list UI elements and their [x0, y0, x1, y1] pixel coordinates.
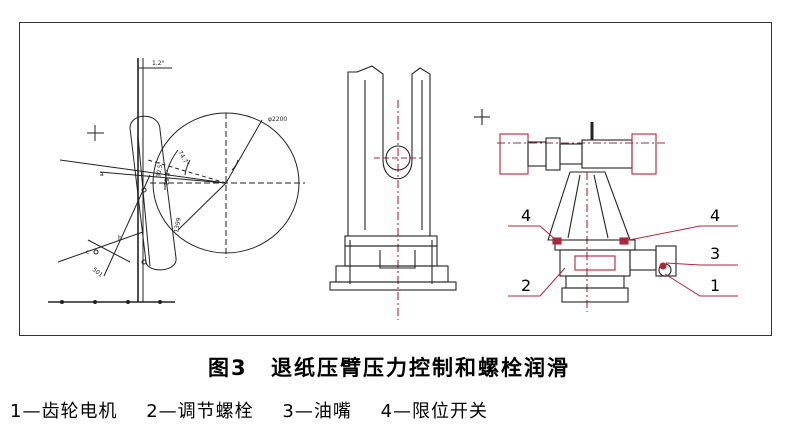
figure-title: 退纸压臂压力控制和螺栓润滑 [270, 356, 570, 380]
bracket-base [344, 235, 438, 247]
callout-4-right: 4 [710, 206, 720, 225]
figure-frame [19, 22, 772, 336]
middle-view [329, 65, 457, 320]
callout-2: 2 [521, 276, 531, 295]
support-cone [547, 171, 631, 241]
figure-caption: 图3 退纸压臂压力控制和螺栓润滑 [0, 352, 792, 382]
figure-number: 图3 [208, 356, 248, 380]
angle-b-label: 30.5° [155, 161, 165, 178]
dim-top-label: 1.2° [152, 60, 165, 67]
bracket-body [347, 65, 431, 237]
gear-motor [629, 249, 657, 271]
figure-legend: 1—齿轮电机 2—调节螺栓 3—油嘴 4—限位开关 [10, 397, 510, 423]
callout-4-left: 4 [521, 206, 531, 225]
dim-length-label: 1399 [173, 217, 183, 233]
point-a-label: a [100, 171, 104, 178]
callout-3: 3 [710, 244, 720, 263]
callout-1: 1 [710, 276, 720, 295]
left-view [48, 58, 305, 304]
legend-item: 3—油嘴 [282, 401, 352, 422]
dim-small-label: 501 [91, 266, 104, 279]
callout-leaders [508, 225, 738, 297]
shaft-left-flange [499, 133, 529, 175]
adjust-bolt-housing [559, 249, 631, 277]
dim-diameter-label: φ2200 [268, 116, 287, 123]
press-arm [129, 115, 177, 271]
point-b-label: b [118, 235, 122, 242]
legend-item: 1—齿轮电机 [10, 401, 118, 422]
legend-item: 2—调节螺栓 [146, 401, 254, 422]
angle-a-label: 74.7° [176, 150, 190, 168]
callout-labels: 4 4 3 2 1 [521, 206, 720, 295]
right-view [474, 109, 677, 312]
legend-item: 4—限位开关 [380, 401, 489, 422]
shaft-right-flange [631, 133, 657, 175]
oil-nipple [659, 262, 667, 270]
point-c-label: c [86, 249, 89, 256]
angle-c-label: 19.4° [163, 169, 173, 186]
technical-drawing: 1.2° φ2200 74.7° 30.5° 19.4° 1399 501 a … [48, 58, 738, 320]
